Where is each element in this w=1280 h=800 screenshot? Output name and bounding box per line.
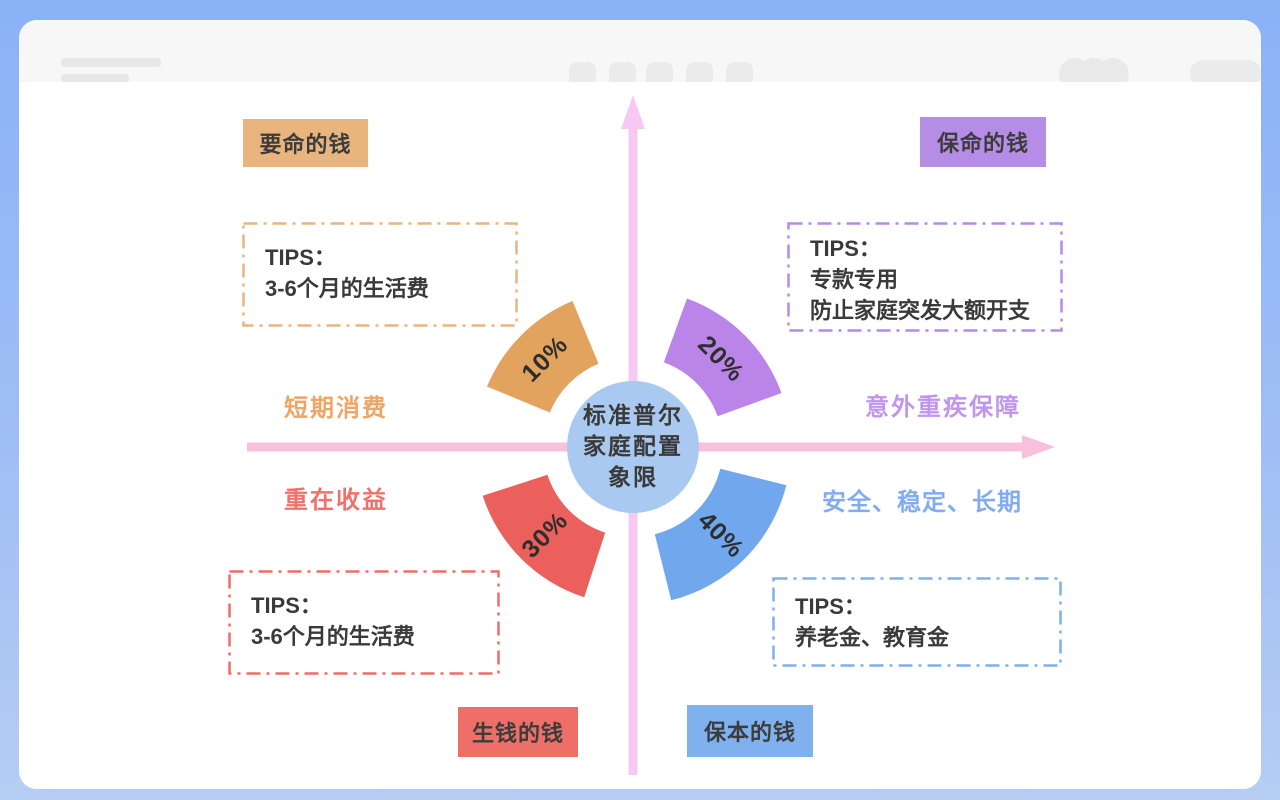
tips-line: 3-6个月的生活费 — [251, 624, 415, 649]
center-title-line-2: 家庭配置 — [583, 433, 683, 459]
tips-box-bottom-right: TIPS： 养老金、教育金 — [772, 577, 1062, 667]
titlebar-placeholder-line-2 — [61, 74, 129, 83]
tips-box-bottom-left: TIPS： 3-6个月的生活费 — [228, 570, 500, 675]
tips-title: TIPS： — [265, 245, 336, 270]
window-titlebar — [19, 20, 1261, 90]
wedge-bottom-right-40[interactable] — [654, 468, 787, 601]
center-circle[interactable] — [567, 381, 699, 513]
center-title-line-3: 象限 — [608, 464, 658, 490]
badge-bottom-left[interactable]: 生钱的钱 — [458, 707, 578, 757]
app-window: 10% 20% 30% 40% 标准普尔 家庭配置 象限 要命的钱 保命的钱 生… — [19, 20, 1261, 789]
tips-line: 防止家庭突发大额开支 — [810, 298, 1031, 323]
wedge-bottom-left-30[interactable] — [482, 474, 606, 598]
axis-label-safe-stable-longterm: 安全、稳定、长期 — [822, 489, 1022, 516]
tips-box-top-right: TIPS： 专款专用 防止家庭突发大额开支 — [787, 222, 1063, 332]
quadrant-diagram: 10% 20% 30% 40% — [247, 95, 1055, 775]
tips-box-top-left: TIPS： 3-6个月的生活费 — [242, 222, 518, 327]
axis-label-accident-illness-protection: 意外重疾保障 — [865, 394, 1021, 421]
tips-box-top-left-border — [242, 222, 518, 327]
wedge-top-right-20[interactable] — [663, 298, 782, 417]
axis-label-short-term-spending: 短期消费 — [284, 395, 388, 422]
titlebar-placeholder-line-1 — [61, 58, 161, 67]
badge-top-right[interactable]: 保命的钱 — [920, 117, 1046, 167]
diagram-canvas: 10% 20% 30% 40% 标准普尔 家庭配置 象限 要命的钱 保命的钱 生… — [19, 82, 1261, 789]
vertical-axis-arrow-icon — [621, 95, 645, 129]
badge-bottom-right[interactable]: 保本的钱 — [687, 705, 813, 757]
center-title: 标准普尔 家庭配置 象限 — [553, 400, 713, 493]
tips-box-top-right-border — [787, 222, 1063, 332]
tips-title: TIPS： — [810, 236, 881, 261]
badge-top-left[interactable]: 要命的钱 — [243, 119, 368, 167]
tips-title: TIPS： — [795, 594, 866, 619]
tips-box-bottom-left-border — [228, 570, 500, 675]
tips-line: 养老金、教育金 — [795, 625, 950, 650]
axis-label-focus-on-returns: 重在收益 — [284, 487, 388, 514]
tips-box-bottom-right-border — [772, 577, 1062, 667]
tips-line: 专款专用 — [810, 267, 899, 292]
wedge-top-left-10[interactable] — [487, 301, 599, 413]
tips-line: 3-6个月的生活费 — [265, 276, 429, 301]
center-title-line-1: 标准普尔 — [583, 402, 683, 428]
tips-title: TIPS： — [251, 593, 322, 618]
horizontal-axis-arrow-icon — [1022, 435, 1055, 459]
